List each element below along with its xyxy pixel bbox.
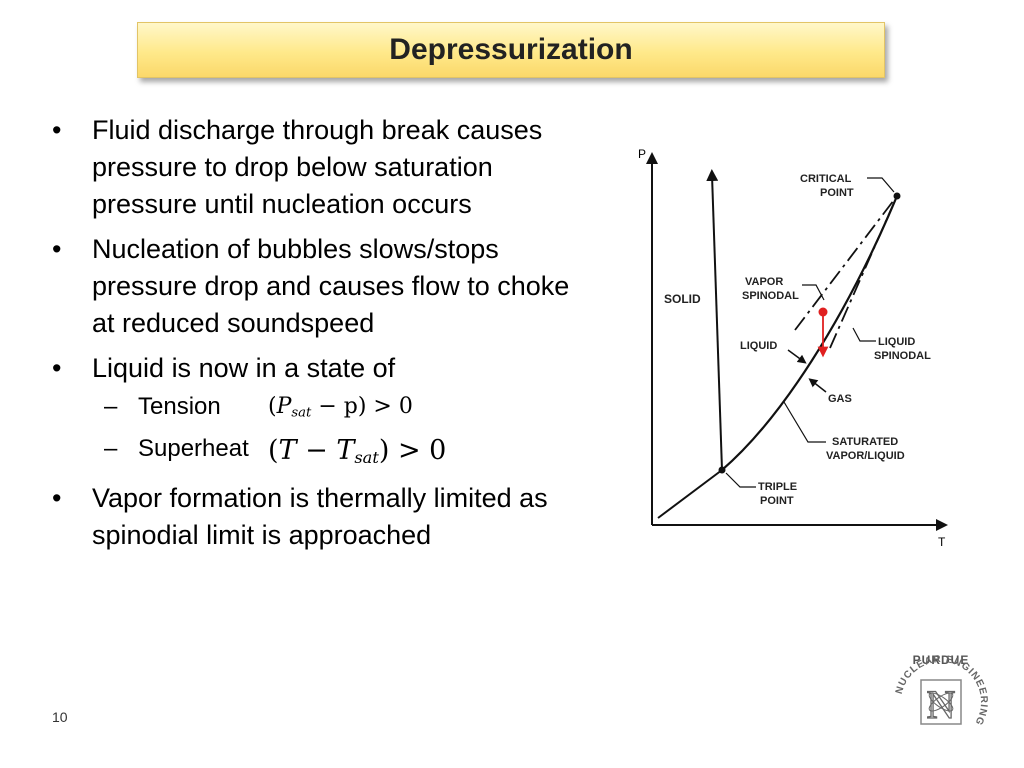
bullet-dot: • — [52, 115, 62, 145]
solid-label: SOLID — [664, 292, 701, 306]
bullet-list: • Fluid discharge through break causes p… — [52, 112, 592, 562]
triple-point-dot — [718, 466, 726, 474]
liquid-label: LIQUID — [740, 340, 777, 352]
melting-line — [706, 169, 723, 471]
sub-bullet-label: Superheat — [138, 435, 249, 463]
bullet-text: Liquid is now in a state of — [92, 353, 396, 383]
state-point-marker — [818, 307, 828, 317]
logo-purdue-text: PURDUE — [913, 653, 970, 667]
triple-leader — [725, 472, 756, 488]
bullet-dot: • — [52, 353, 62, 383]
purdue-nuclear-logo: PURDUE NUCLEAR ENGINEERING N — [894, 653, 988, 728]
tension-equation: (Psat − p) > 0 — [268, 394, 413, 421]
liquid-spinodal-leader — [852, 327, 876, 342]
sub-bullet-superheat: – Superheat (T − Tsat) > 0 — [104, 431, 592, 474]
liquid-spinodal-line — [829, 195, 898, 349]
page-number: 10 — [52, 709, 68, 725]
vapor-spinodal-label: VAPOR SPINODAL — [742, 276, 799, 302]
bullet-item: • Fluid discharge through break causes p… — [52, 112, 592, 223]
critical-point-label: CRITICAL POINT — [800, 173, 854, 199]
logo-square — [920, 679, 962, 725]
bullet-item: • Liquid is now in a state of — [52, 350, 592, 387]
saturation-curve — [721, 195, 899, 471]
phase-diagram: P T CRITICAL POINT VAPOR SPINODAL SOLID … — [638, 147, 948, 549]
sub-bullet-tension: – Tension (Psat − p) > 0 — [104, 389, 592, 431]
saturated-label: SATURATED VAPOR/LIQUID — [826, 436, 905, 462]
atom-orbit-icon — [928, 692, 954, 712]
t-axis-label: T — [938, 535, 946, 549]
sub-bullet-label: Tension — [138, 393, 221, 420]
bullet-item: • Vapor formation is thermally limited a… — [52, 480, 592, 554]
saturated-leader — [783, 401, 826, 443]
bullet-text: Nucleation of bubbles slows/stops pressu… — [92, 234, 570, 338]
gas-arrow — [808, 378, 827, 393]
triple-point-label: TRIPLE POINT — [758, 481, 800, 507]
liquid-spinodal-label: LIQUID SPINODAL — [874, 336, 931, 362]
bullet-item: • Nucleation of bubbles slows/stops pres… — [52, 231, 592, 342]
bullet-dot: • — [52, 483, 62, 514]
bullet-text: Fluid discharge through break causes pre… — [92, 115, 543, 219]
p-axis-label: P — [638, 147, 646, 161]
critical-leader — [867, 177, 895, 193]
bullet-text: Vapor formation is thermally limited as … — [92, 483, 548, 551]
gas-label: GAS — [828, 393, 852, 405]
superheat-equation: (T − Tsat) > 0 — [268, 435, 447, 468]
vapor-spinodal-leader — [802, 284, 825, 301]
slide-title-bar: Depressurization — [137, 22, 885, 78]
slide-title: Depressurization — [389, 33, 633, 66]
critical-point-dot — [893, 192, 901, 200]
atom-orbit-icon — [928, 692, 954, 712]
sub-bullet-dash: – — [104, 393, 118, 420]
sublimation-line — [657, 469, 723, 519]
sub-bullet-dash: – — [104, 435, 118, 463]
liquid-arrow — [787, 349, 807, 364]
bullet-dot: • — [52, 234, 62, 264]
